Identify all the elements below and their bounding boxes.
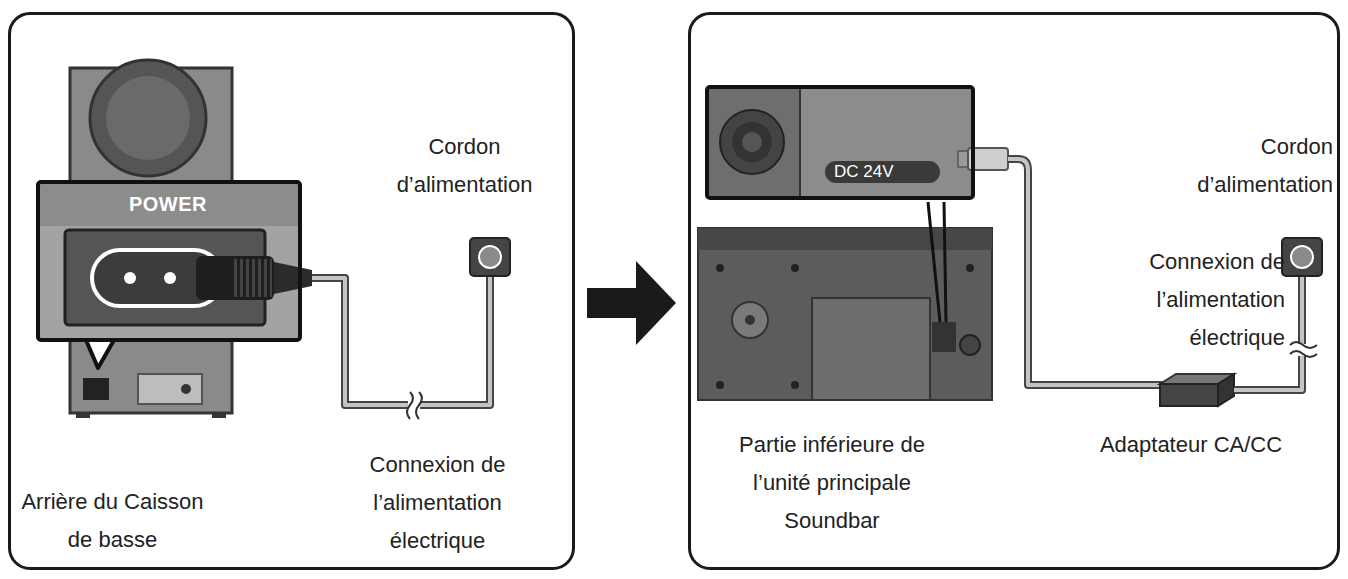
socket-pin [164, 272, 176, 284]
soundbar-bottom [698, 228, 992, 400]
zoom-ground [38, 182, 298, 340]
dc-port [932, 322, 956, 352]
plug-ribs [232, 259, 272, 297]
text-slot: Connexion de l’alimentation électrique [1098, 243, 1285, 357]
step-panel: Cordon d’alimentationConnexion de l’alim… [8, 12, 575, 570]
soundbar-rail [698, 228, 992, 250]
part-label: Adaptateur CA/CC [1075, 426, 1307, 464]
zoom-hole-center [742, 132, 762, 152]
outlet-socket [1291, 246, 1313, 268]
cord-label: Cordon d’alimentation [1128, 128, 1333, 204]
wall-outlet [1282, 238, 1322, 276]
zoom-ground [707, 87, 973, 198]
screw [791, 264, 799, 272]
text-slot: Arrière du Caisson de basse [20, 483, 205, 559]
plug-head [196, 256, 274, 300]
connection-label: Connexion de l’alimentation électrique [1098, 243, 1285, 357]
text-slot: Cordon d’alimentation [372, 128, 557, 204]
step-panel: Cordon d’alimentationConnexion de l’alim… [688, 12, 1340, 570]
zoom-band [38, 182, 298, 226]
text-slot: POWER [38, 190, 298, 218]
plate-button [181, 384, 191, 394]
mount-hole [732, 302, 768, 338]
connection-label: Connexion de l’alimentation électrique [350, 446, 525, 560]
cord-label: Cordon d’alimentation [372, 128, 557, 204]
outlet-socket [479, 246, 501, 268]
mount-hole-center [745, 315, 755, 325]
socket-pin [124, 272, 136, 284]
woofer-inner [106, 76, 190, 160]
zoom-divider [799, 87, 801, 198]
cord-break-mark [407, 392, 413, 419]
part-label: Partie inférieure de l’unité principale … [712, 426, 952, 540]
zoom-pointer [928, 202, 940, 322]
dc-plug-tip [958, 151, 968, 167]
text-slot: Adaptateur CA/CC [1075, 426, 1307, 464]
zoom-hole-ring [732, 122, 772, 162]
text-slot: Cordon d’alimentation [1128, 128, 1333, 204]
cord-break-mark [1290, 351, 1317, 357]
port-label: POWER [38, 190, 298, 218]
port-label: DC 24V [825, 161, 940, 183]
adapter-side [1218, 374, 1234, 406]
zoom-callout: POWER [36, 180, 302, 342]
foot [212, 413, 226, 418]
dc-cord-core [1008, 159, 1164, 385]
power-cord [312, 276, 490, 405]
screw [966, 264, 974, 272]
zoom-left-part [707, 87, 800, 198]
port [960, 335, 980, 355]
plug-boot [274, 262, 312, 294]
zoom-pointer [944, 202, 946, 322]
cord-break-mark [1290, 342, 1317, 348]
cord-break-mark [416, 392, 422, 419]
soundbar-panel [812, 298, 930, 400]
id-plate [138, 374, 202, 404]
dc-cord [1008, 159, 1164, 385]
flow-arrow [587, 288, 636, 318]
text-slot: Connexion de l’alimentation électrique [350, 446, 525, 560]
zoom-callout: DC 24V [705, 85, 975, 200]
adapter-body [1160, 384, 1218, 406]
foot [76, 413, 90, 418]
wall-outlet [470, 238, 510, 276]
screw [791, 381, 799, 389]
screw [716, 381, 724, 389]
zoom-tail [86, 340, 114, 368]
power-cord-core [312, 276, 490, 405]
screw [716, 264, 724, 272]
text-slot: Partie inférieure de l’unité principale … [712, 426, 952, 540]
power-socket-small [83, 378, 109, 400]
woofer-port [90, 60, 206, 176]
text-slot: DC 24V [825, 161, 965, 183]
part-label: Arrière du Caisson de basse [20, 483, 205, 559]
zoom-hole [720, 110, 784, 174]
